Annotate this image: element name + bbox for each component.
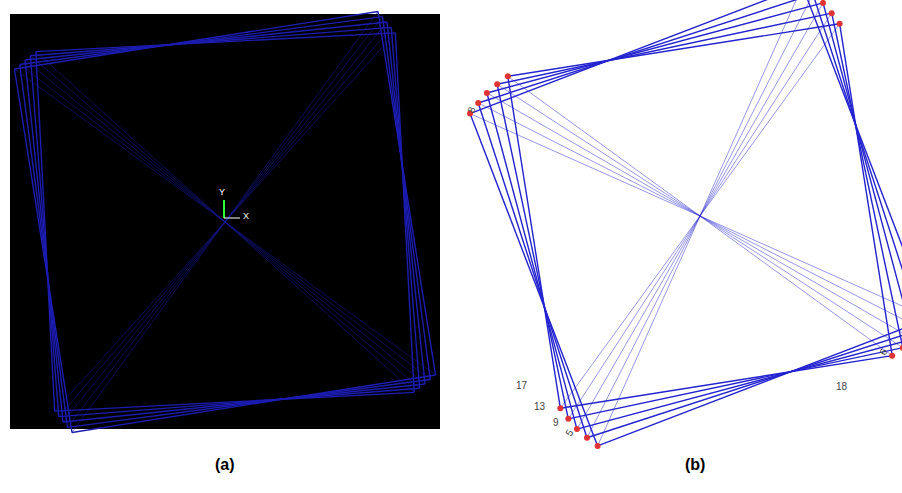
node-number: 18 [836, 382, 847, 392]
square-member [55, 392, 415, 411]
square-member [378, 11, 436, 374]
node-dot [475, 100, 481, 106]
y-axis [223, 200, 225, 218]
diagonal-member [470, 114, 902, 319]
node-dot [494, 81, 500, 87]
square-member [840, 24, 893, 356]
diagonal-member [598, 0, 803, 446]
square-member [577, 339, 902, 429]
square-member [802, 0, 902, 318]
square-member [478, 103, 587, 438]
square-member [470, 0, 802, 114]
node-dot [829, 10, 835, 16]
square-member [25, 60, 63, 422]
node-number: 17 [516, 381, 527, 391]
square-member [497, 84, 568, 419]
square-member [14, 69, 72, 432]
square-member [568, 348, 902, 419]
square-member [63, 384, 425, 422]
diagonal-member [72, 11, 378, 432]
node-dot [900, 345, 902, 351]
square-member [59, 388, 420, 416]
panel-label: (b) [685, 457, 705, 473]
node-number: 13 [534, 402, 545, 412]
x-axis [224, 218, 240, 219]
axis-label: X [243, 212, 249, 221]
square-member [30, 27, 391, 55]
axis-label: Y [219, 188, 225, 197]
square-member [478, 0, 813, 103]
square-member [20, 64, 68, 427]
square-member [391, 27, 419, 388]
square-member [14, 11, 377, 69]
node-dot [837, 21, 843, 27]
node-number: 6 [878, 347, 889, 357]
panel-b-squares [467, 0, 902, 449]
node-number: 9 [553, 418, 559, 428]
panel-label: (a) [215, 457, 235, 473]
square-member [560, 356, 892, 409]
square-member [395, 33, 414, 393]
square-member [25, 22, 387, 60]
square-member [497, 13, 832, 84]
node-dot [574, 426, 580, 432]
square-member [598, 318, 902, 446]
square-member [36, 52, 55, 412]
node-dot [889, 353, 895, 359]
panel-a-squares [14, 11, 435, 432]
square-member [383, 17, 431, 380]
node-dot [565, 416, 571, 422]
diagonal-member [587, 0, 813, 438]
diagonal-member [487, 93, 902, 339]
square-member [72, 375, 435, 433]
node-dot [595, 443, 601, 449]
square-member [67, 380, 430, 428]
diagonal-member [478, 103, 902, 329]
node-dot [584, 435, 590, 441]
square-member [487, 93, 577, 429]
square-member [508, 76, 561, 408]
square-member [508, 24, 840, 77]
square-member [470, 114, 598, 446]
square-member [387, 22, 425, 384]
node-dot [484, 90, 490, 96]
node-dot [557, 405, 563, 411]
node-dot [820, 0, 826, 6]
square-member [832, 13, 902, 348]
square-member [36, 33, 396, 52]
square-member [487, 3, 823, 93]
square-member [30, 56, 58, 417]
square-member [20, 17, 383, 65]
node-dot [505, 73, 511, 79]
axis-triad [224, 200, 240, 218]
node-number: 5 [564, 428, 575, 438]
